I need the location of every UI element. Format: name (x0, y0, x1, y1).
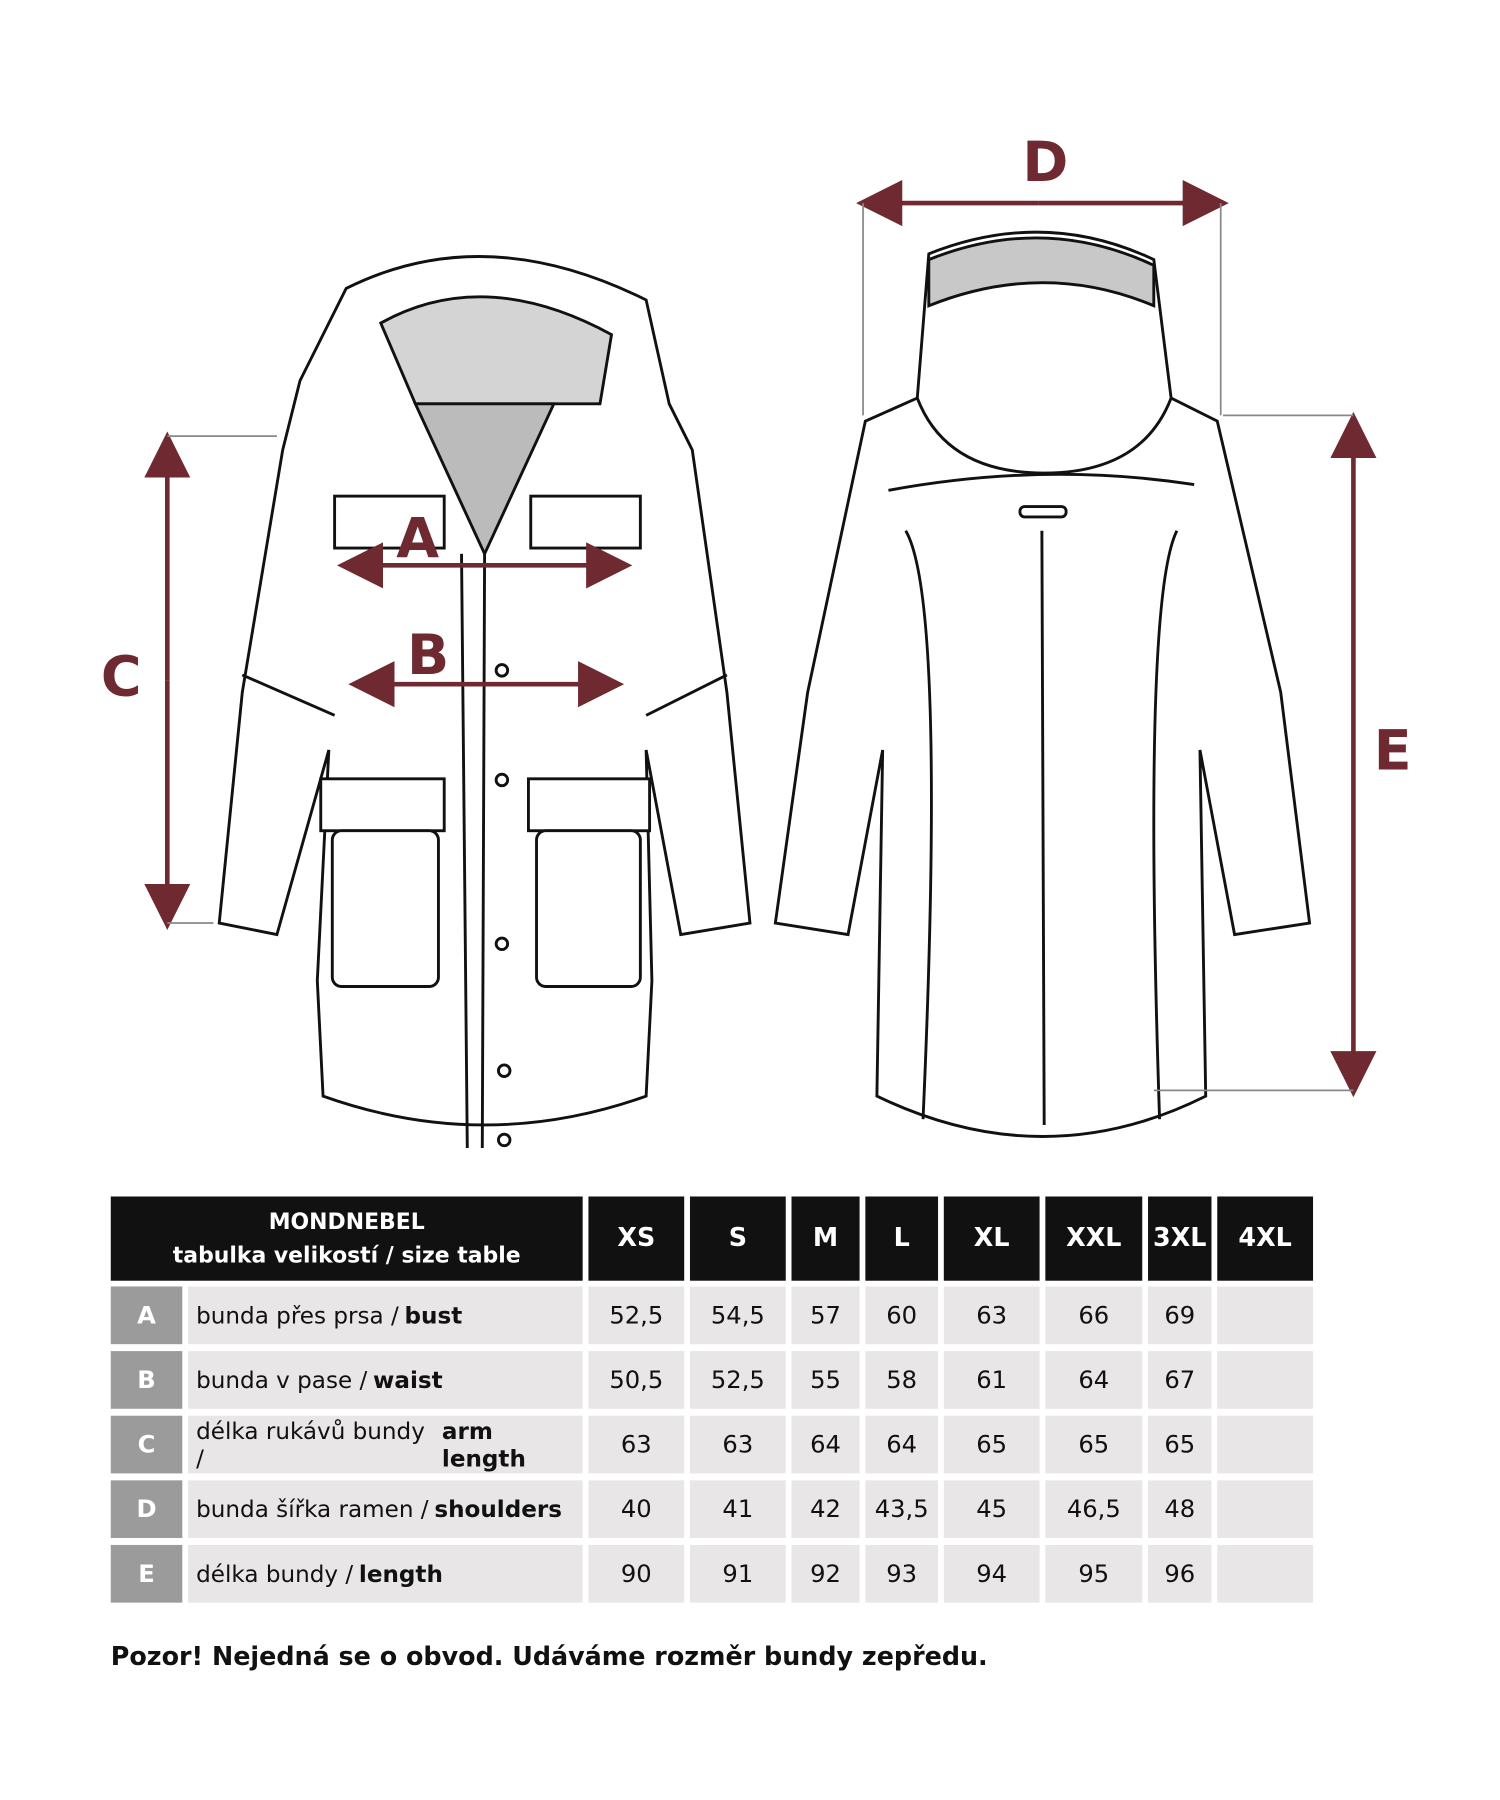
table-cell: 66 (1045, 1286, 1143, 1345)
table-cell: 40 (588, 1480, 685, 1539)
footnote: Pozor! Nejedná se o obvod. Udáváme rozmě… (110, 1643, 988, 1672)
description-en: waist (373, 1366, 443, 1394)
table-cell: 43,5 (865, 1480, 939, 1539)
table-cell: 65 (1045, 1415, 1143, 1474)
table-cell: 61 (943, 1351, 1040, 1409)
table-cell: 69 (1148, 1286, 1212, 1345)
row-description: bunda přes prsa /bust (188, 1286, 583, 1345)
description-en: arm length (441, 1416, 526, 1473)
description-cz: délka rukávů bundy / (196, 1416, 425, 1473)
table-title: MONDNEBEL tabulka velikostí / size table (110, 1196, 583, 1281)
row-letter: B (110, 1351, 183, 1409)
table-cell: 52,5 (689, 1351, 786, 1409)
table-cell: 55 (791, 1351, 860, 1409)
table-cell: 63 (943, 1286, 1040, 1345)
front-coat-drawing (217, 255, 752, 1149)
size-header: 4XL (1217, 1196, 1314, 1281)
table-cell: 58 (865, 1351, 939, 1409)
table-cell (1217, 1351, 1314, 1409)
table-cell: 54,5 (689, 1286, 786, 1345)
table-cell: 93 (865, 1544, 939, 1603)
table-cell: 63 (588, 1415, 685, 1474)
table-cell: 45 (943, 1480, 1040, 1539)
size-header: XXL (1045, 1196, 1143, 1281)
size-header: 3XL (1148, 1196, 1212, 1281)
description-cz: délka bundy / (196, 1559, 354, 1588)
size-header: M (791, 1196, 860, 1281)
size-header: XL (943, 1196, 1040, 1281)
table-cell: 57 (791, 1286, 860, 1345)
table-cell (1217, 1480, 1314, 1539)
label-a: A (396, 507, 439, 571)
table-cell: 46,5 (1045, 1480, 1143, 1539)
row-description: bunda v pase /waist (188, 1351, 583, 1409)
table-cell: 90 (588, 1544, 685, 1603)
description-en: shoulders (434, 1495, 562, 1524)
row-letter: C (110, 1415, 183, 1474)
table-cell: 42 (791, 1480, 860, 1539)
row-description: délka rukávů bundy / arm length (188, 1415, 583, 1474)
table-cell (1217, 1286, 1314, 1345)
size-header: L (865, 1196, 939, 1281)
table-cell: 64 (865, 1415, 939, 1474)
table-cell: 52,5 (588, 1286, 685, 1345)
table-cell: 65 (1148, 1415, 1212, 1474)
table-cell: 65 (943, 1415, 1040, 1474)
description-cz: bunda šířka ramen / (196, 1495, 429, 1524)
row-letter: A (110, 1286, 183, 1345)
table-cell (1217, 1415, 1314, 1474)
table-cell: 92 (791, 1544, 860, 1603)
table-cell: 94 (943, 1544, 1040, 1603)
coat-diagram: A B C D E (101, 131, 1412, 1149)
row-description: délka bundy /length (188, 1544, 583, 1603)
label-b: B (407, 624, 449, 688)
table-cell: 41 (689, 1480, 786, 1539)
back-coat-drawing (773, 230, 1312, 1138)
table-cell: 91 (689, 1544, 786, 1603)
table-cell: 64 (791, 1415, 860, 1474)
label-d: D (1022, 131, 1068, 195)
table-cell: 96 (1148, 1544, 1212, 1603)
guide-lines (167, 203, 1354, 1092)
description-cz: bunda přes prsa / (196, 1301, 399, 1330)
table-subtitle: tabulka velikostí / size table (172, 1242, 521, 1268)
size-header: S (689, 1196, 786, 1281)
brand-name: MONDNEBEL (268, 1208, 425, 1234)
row-letter: E (110, 1544, 183, 1603)
table-cell: 64 (1045, 1351, 1143, 1409)
table-cell (1217, 1544, 1314, 1603)
table-cell: 48 (1148, 1480, 1212, 1539)
description-cz: bunda v pase / (196, 1366, 368, 1394)
description-en: length (358, 1559, 443, 1588)
table-cell: 95 (1045, 1544, 1143, 1603)
table-cell: 67 (1148, 1351, 1212, 1409)
label-e: E (1374, 720, 1412, 784)
row-letter: D (110, 1480, 183, 1539)
description-en: bust (404, 1301, 463, 1330)
size-header: XS (588, 1196, 685, 1281)
table-cell: 63 (689, 1415, 786, 1474)
measurement-arrows (144, 179, 1377, 1098)
row-description: bunda šířka ramen /shoulders (188, 1480, 583, 1539)
table-cell: 60 (865, 1286, 939, 1345)
label-c: C (101, 646, 142, 710)
table-cell: 50,5 (588, 1351, 685, 1409)
